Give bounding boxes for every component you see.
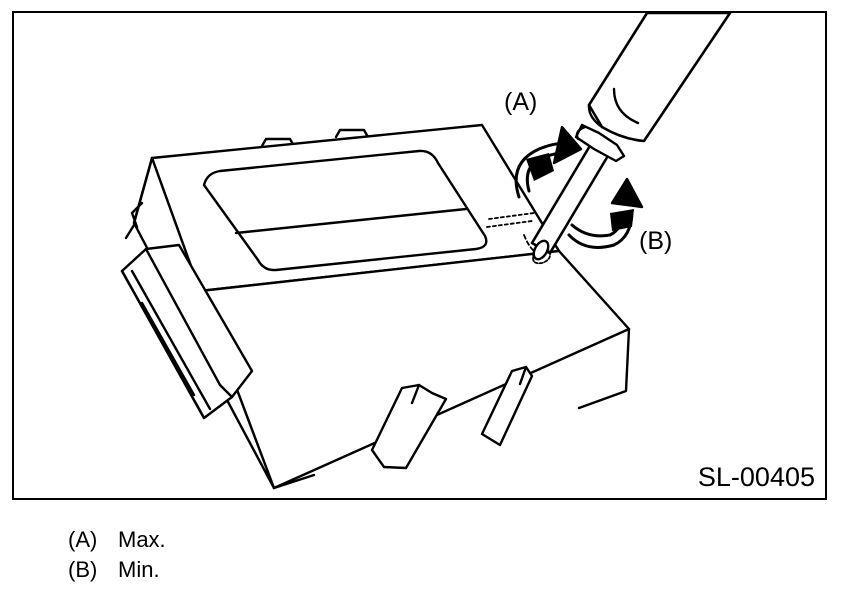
legend-text-a: Max. [118, 527, 166, 552]
legend-row-a: (A) Max. [68, 525, 166, 555]
legend-row-b: (B) Min. [68, 555, 166, 585]
unit-adjustment-illustration [120, 13, 732, 490]
rotation-arrow-a-icon [514, 125, 583, 199]
mounting-brackets [370, 365, 534, 470]
screwdriver-icon [530, 13, 732, 265]
legend-key-a: (A) [68, 527, 98, 552]
connector [120, 243, 254, 420]
legend: (A) Max. (B) Min. [68, 525, 166, 585]
figure-frame: (A) (B) SL-00405 [12, 11, 827, 500]
label-a: (A) [504, 88, 538, 116]
top-label-window [202, 149, 488, 272]
legend-key-b: (B) [68, 557, 98, 582]
label-b: (B) [639, 227, 673, 255]
legend-text-b: Min. [118, 557, 160, 582]
figure-id: SL-00405 [697, 462, 815, 492]
top-tabs [260, 128, 370, 148]
rotation-arrow-b-icon [567, 177, 644, 249]
